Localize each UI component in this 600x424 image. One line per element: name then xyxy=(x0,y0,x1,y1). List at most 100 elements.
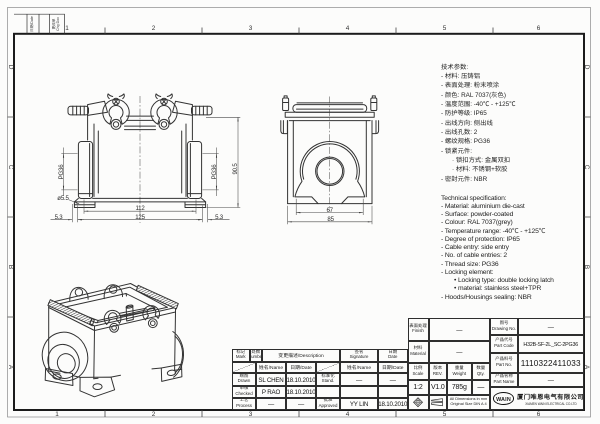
tb-paper-symbol xyxy=(428,394,447,410)
zone-ticks xyxy=(7,27,591,417)
corner-date-label: 日期/Date xyxy=(29,16,35,32)
tb-empty-3 xyxy=(378,385,408,398)
tech-spec-en-line: - Degree of protection: IP65 xyxy=(441,232,520,243)
tb-checked-date: 18.10.2010 xyxy=(286,385,316,398)
tech-params-cn: 技术参数: - 材料: 压铸铝- 表面处理: 粉末喷涂- 颜色: RAL 703… xyxy=(441,62,559,183)
tb-approved-text: 批准 Approved xyxy=(318,397,338,409)
tb-description: 变更描述/Description xyxy=(262,349,340,362)
tb-date-text: 日期 Date xyxy=(388,349,398,361)
tb-approved-date-text: 18.10.2010 xyxy=(378,399,408,409)
tb-scale-value: 1:2 xyxy=(407,380,429,395)
tech-spec-en-title: Technical specification: xyxy=(441,191,507,202)
tb-name-hdr-r: 姓名/Name xyxy=(340,361,378,373)
tb-standard-date: — xyxy=(378,373,408,386)
company-name-en: XIAMEN WAIN ELECTRICAL CO.LTD xyxy=(524,400,577,406)
tb-process-date-text: — xyxy=(298,399,304,409)
tech-spec-en-line: • Locking type: double locking latch xyxy=(454,274,554,284)
dim-85: 85 xyxy=(327,214,334,224)
tb-date-hdr-l: 日期/Date xyxy=(286,361,316,373)
tb-signature: 签名 Signature xyxy=(340,349,378,362)
dim-pg36-left: PG36 xyxy=(55,164,65,179)
tb-drawn-name-text: SL CHEN xyxy=(258,374,284,384)
zone-col-top-6: 6 xyxy=(536,22,541,32)
tech-params-cn-line: - 出线方向: 侧出线 xyxy=(441,117,493,127)
zone-col-bottom-3: 3 xyxy=(248,408,253,418)
tech-params-cn-line: - 温度范围: -40℃ - +125℃ xyxy=(441,98,516,108)
dim-53-right: 5.3 xyxy=(215,211,223,221)
tb-signature-text: 签名 Signature xyxy=(349,349,369,361)
tech-params-cn-line: - 材料: 压铸铝 xyxy=(441,70,481,80)
tb-approved-name: YY LIN xyxy=(340,397,378,410)
tb-finish-value: — xyxy=(428,318,490,341)
tb-dims-note: All Dimensions in mm Original Size DIN A… xyxy=(447,394,490,410)
tb-checked-name-text: P RAO xyxy=(261,387,281,396)
zone-col-top-3: 3 xyxy=(248,22,253,32)
tech-params-cn-line: - 颜色: RAL 7037(灰色) xyxy=(441,89,506,99)
tb-description-text: 变更描述/Description xyxy=(278,351,324,359)
tb-finish-label: 表面处理 Finish xyxy=(407,318,429,341)
zone-col-bottom-1: 1 xyxy=(55,408,59,418)
tb-partcode-label: 产品代号 Part Code xyxy=(490,335,518,353)
zone-col-top-5: 5 xyxy=(442,22,447,32)
tech-params-cn-line: · 锁扣方式: 金属双扣 xyxy=(452,154,511,164)
tb-material-label-text: 材料 Material xyxy=(410,345,426,357)
tech-params-cn-line: - 密封元件: NBR xyxy=(441,173,488,183)
corner-chg-label: 更改单 Chg Doc xyxy=(51,17,61,31)
tb-number: 处数 Number xyxy=(249,349,262,362)
tech-params-cn-line: - 锁紧元件: xyxy=(441,145,473,155)
dim-53-left: 5.3 xyxy=(54,211,63,221)
tb-drawn-text: 绘图 Drawn xyxy=(237,373,251,385)
tb-partname-value-text: — xyxy=(547,375,554,385)
revision-strip xyxy=(14,13,65,34)
tb-weight-label-text: 重量 Weight xyxy=(452,365,467,377)
tech-params-cn-lines: - 材料: 压铸铝- 表面处理: 粉末喷涂- 颜色: RAL 7037(灰色)-… xyxy=(441,71,559,183)
tb-dims-note-text: All Dimensions in mm Original Size DIN A… xyxy=(449,396,488,408)
tb-drawingno-label-text: 图号 Drawing No. xyxy=(491,320,517,332)
tb-standard-name: — xyxy=(340,373,378,386)
tech-spec-en-line: - Hoods/Housings sealing: NBR xyxy=(441,290,532,301)
tb-drawn: 绘图 Drawn xyxy=(232,373,256,386)
tb-weight-label: 重量 Weight xyxy=(447,363,472,380)
zone-col-top-4: 4 xyxy=(345,22,350,32)
tb-approved: 批准 Approved xyxy=(316,397,340,410)
zone-row-right-0: D xyxy=(583,64,593,70)
tech-params-cn-title: 技术参数: xyxy=(441,61,469,71)
tb-checked-date-text: 18.10.2010 xyxy=(286,387,316,396)
dim-112: 112 xyxy=(135,202,145,212)
tb-partno-label-text: 产品料号 Part No. xyxy=(495,356,513,368)
tech-spec-en-line: - Temperature range: -40℃ - +125℃ xyxy=(441,224,546,235)
tb-checked-name: P RAO xyxy=(256,385,286,398)
tb-process-date: — xyxy=(286,397,316,410)
iso-view xyxy=(41,283,185,398)
tb-partcode-value: H32B-SF-2L_SC-2PG36 xyxy=(518,335,584,353)
tb-scale-value-text: 1:2 xyxy=(413,382,423,393)
tb-date: 日期 Date xyxy=(378,349,408,362)
zone-row-right-3: A xyxy=(583,364,593,370)
tech-params-cn-line: - 螺纹规格: PG36 xyxy=(441,136,490,146)
tb-qty-value-text: — xyxy=(477,382,485,393)
tech-params-cn-line: - 出线孔数: 2 xyxy=(441,126,478,136)
tb-drawn-date: 18.10.2010 xyxy=(286,373,316,386)
tb-partname-label: 产品名称 Part Name xyxy=(490,372,518,387)
zone-row-left-0: D xyxy=(7,64,16,70)
tb-date-hdr-r-text: 日期/Date xyxy=(382,363,404,371)
tb-mark-text: 标记 Mark xyxy=(235,349,246,361)
tech-spec-en-lines: - Material: aluminium die-cast- Surface:… xyxy=(441,200,559,301)
tb-partno-label: 产品料号 Part No. xyxy=(490,352,518,373)
tech-spec-en-line: - Thread size: PG36 xyxy=(441,257,499,268)
tb-rev-label: 版本 REV. xyxy=(428,363,447,380)
tb-partno-value: 1110322411033 xyxy=(518,352,584,373)
tb-empty-2 xyxy=(340,385,378,398)
front-view xyxy=(50,93,241,223)
tb-date-hdr-r: 日期/Date xyxy=(378,361,408,373)
company-name-cn: 厦门唯恩电气有限公司 xyxy=(517,391,584,401)
tb-process-name: — xyxy=(256,397,286,410)
tb-proj-symbol xyxy=(407,394,429,410)
tb-weight-value: 785g xyxy=(447,380,472,395)
zone-row-right-2: B xyxy=(583,264,593,270)
tb-partcode-value-text: H32B-SF-2L_SC-2PG36 xyxy=(523,339,579,348)
tb-drawingno-label: 图号 Drawing No. xyxy=(490,318,518,335)
tb-name-hdr-l: 姓名/Name xyxy=(256,361,286,373)
